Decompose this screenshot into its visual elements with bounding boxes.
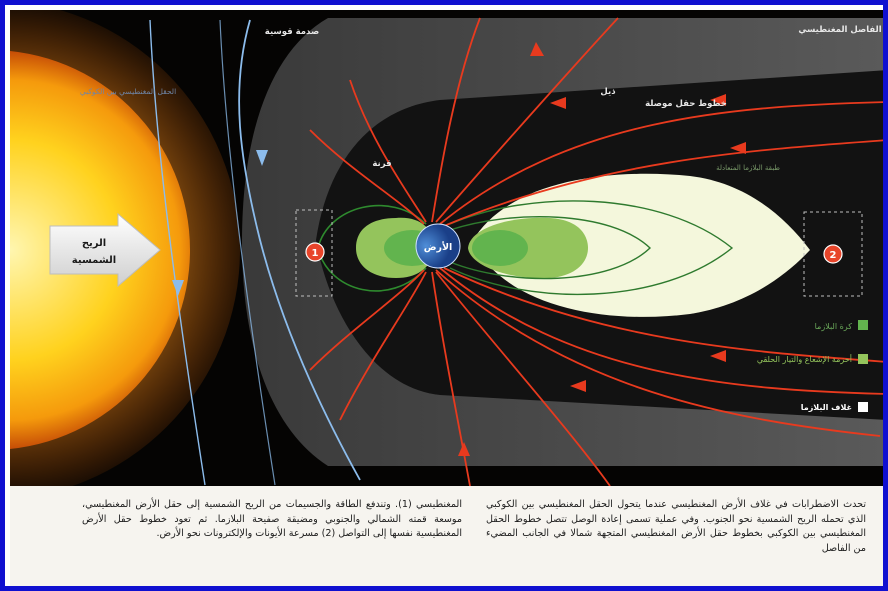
legend-label-plasma-sheath: غلاف البلازما	[801, 403, 852, 412]
imf-line-2	[219, 19, 276, 486]
bow-shock-label: صدمة قوسية	[265, 27, 319, 37]
tail-label: ذيل	[600, 87, 616, 97]
bow-shock-arrow	[256, 150, 268, 166]
legend-label-radiation: أحزمة الإشعاع والتيار الحلقي	[757, 354, 852, 365]
legend-swatch-plasmasphere	[858, 320, 868, 330]
reconnection-box-1	[295, 209, 333, 297]
diagram-svg: الأرض 1 2 الريح الشمسية صدمة قوسية الفاص…	[10, 10, 883, 486]
connected-lines-label: خطوط حقل موصلة	[645, 99, 727, 109]
legend-label-plasmasphere: كرة البلازما	[815, 322, 853, 331]
marker-1	[305, 242, 325, 262]
plasmasphere-right	[472, 230, 528, 266]
bow-shock-line	[238, 19, 361, 481]
caption-left: المغنطيسي (1). وتندفع الطاقة والجسيمات م…	[82, 499, 462, 539]
red-field-lines	[309, 17, 883, 486]
magnetosphere-diagram: الأرض 1 2 الريح الشمسية صدمة قوسية الفاص…	[10, 10, 883, 486]
legend: كرة البلازما أحزمة الإشعاع والتيار الحلق…	[757, 320, 868, 412]
red-field-arrows	[458, 42, 746, 456]
green-field-line-4	[449, 216, 652, 280]
legend-swatch-radiation	[858, 354, 868, 364]
imf-label: الحقل المغنطيسي بين الكوكبي	[80, 87, 176, 96]
legend-swatch-plasma-sheath	[858, 402, 868, 412]
magnetopause-label: الفاصل المغنطيسي	[798, 25, 881, 35]
reconnection-box-2	[803, 211, 863, 297]
earth-label: الأرض	[424, 241, 453, 253]
green-field-line-2	[317, 247, 427, 292]
cusp-label: قرنة	[372, 159, 391, 169]
neutral-sheet-label: طبقة البلازما المتعادلة	[716, 164, 780, 172]
marker-2-label: 2	[830, 250, 837, 261]
caption: تحدث الاضطرابات في غلاف الأرض المغنطيسي …	[10, 486, 883, 586]
imf-arrow-1	[172, 280, 184, 296]
solar-wind-label-2: الشمسية	[72, 255, 116, 266]
earth	[415, 223, 461, 269]
solar-wind-arrow	[49, 212, 161, 288]
marker-1-label: 1	[312, 248, 319, 259]
caption-right: تحدث الاضطرابات في غلاف الأرض المغنطيسي …	[486, 499, 866, 554]
green-field-line-3	[449, 200, 734, 296]
plasma-sheet	[472, 173, 810, 317]
imf-line-1	[149, 19, 206, 486]
marker-2	[823, 244, 843, 264]
solar-wind-label-1: الريح	[82, 238, 106, 249]
